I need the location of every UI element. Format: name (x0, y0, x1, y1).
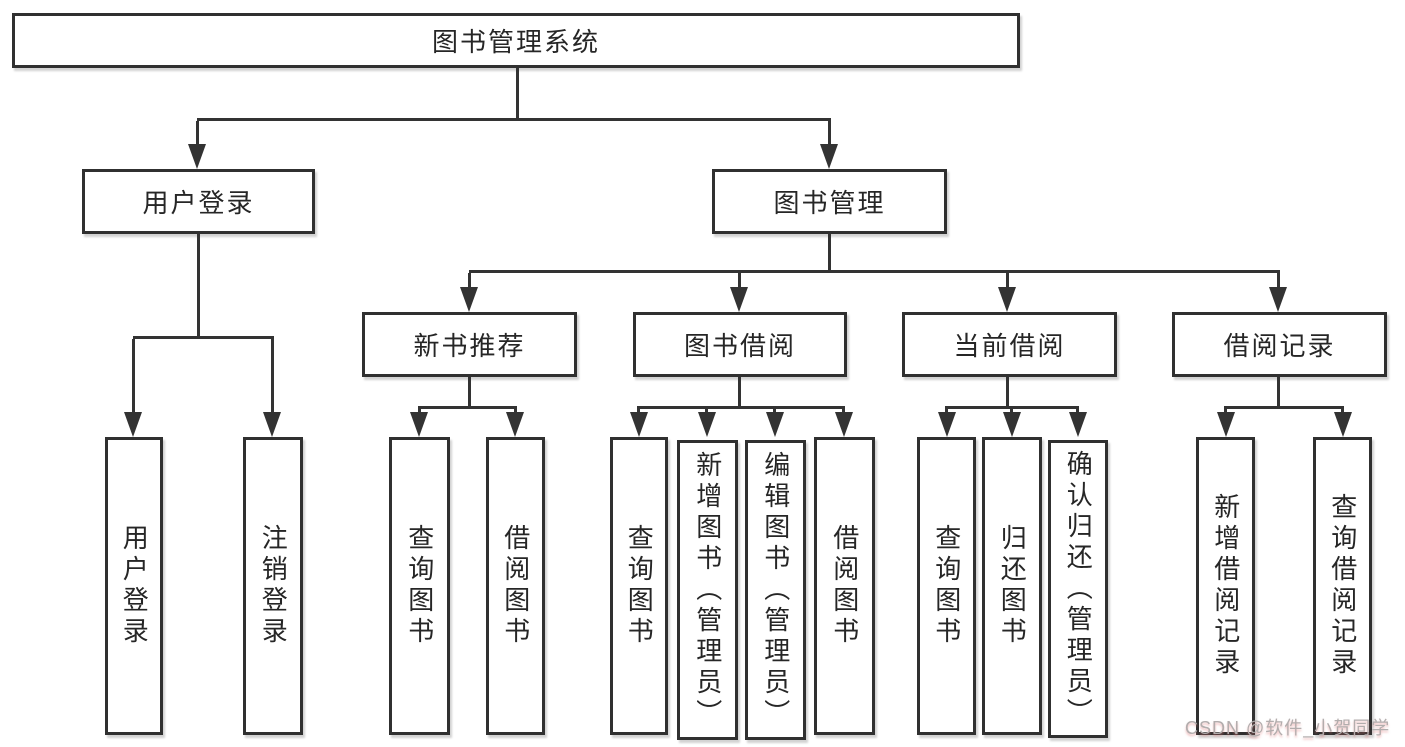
leaf-borrow-books-recommend: 借阅图书 (486, 437, 545, 735)
node-current-borrowing: 当前借阅 (902, 312, 1117, 377)
connector-line (132, 339, 135, 414)
connector-line (468, 273, 471, 287)
node-label: 图书借阅 (683, 331, 796, 361)
node-label: 新书推荐 (413, 331, 526, 361)
connector-line (773, 406, 776, 416)
connector-line (1225, 406, 1344, 409)
connector-line (1010, 406, 1013, 416)
leaf-borrow-books-borrow: 借阅图书 (814, 437, 875, 735)
node-label: 借阅记录 (1223, 331, 1336, 361)
connector-arrowhead (835, 412, 853, 437)
leaf-query-books-borrow: 查询图书 (610, 437, 668, 735)
leaf-label: 查询图书 (931, 524, 962, 648)
connector-arrowhead (630, 412, 648, 437)
connector-line (945, 406, 948, 416)
node-book-borrowing: 图书借阅 (633, 312, 847, 377)
connector-arrowhead (938, 412, 956, 437)
connector-arrowhead (460, 287, 478, 312)
connector-arrowhead (263, 412, 281, 437)
connector-arrowhead (1269, 287, 1287, 312)
watermark: CSDN @软件_小贺同学 (1185, 718, 1391, 738)
node-user-login: 用户登录 (82, 169, 315, 234)
leaf-add-book-admin: 新增图书（管理员） (677, 440, 738, 740)
connector-arrowhead (998, 287, 1016, 312)
leaf-label: 新增借阅记录 (1210, 493, 1241, 679)
connector-arrowhead (506, 412, 524, 437)
leaf-label: 借阅图书 (500, 524, 531, 648)
connector-arrowhead (188, 144, 206, 169)
leaf-query-borrow-record: 查询借阅记录 (1313, 437, 1372, 735)
connector-line (1006, 273, 1009, 287)
leaf-label: 查询图书 (624, 524, 655, 648)
leaf-label: 用户登录 (119, 524, 150, 648)
connector-line (1277, 377, 1280, 409)
leaf-label: 查询图书 (404, 524, 435, 648)
connector-line (1224, 406, 1227, 416)
connector-arrowhead (1217, 412, 1235, 437)
connector-line (1076, 406, 1079, 416)
connector-arrowhead (698, 412, 716, 437)
leaf-label: 确认归还（管理员） (1063, 449, 1094, 729)
node-label: 用户登录 (142, 188, 255, 218)
connector-line (196, 121, 199, 147)
connector-arrowhead (730, 287, 748, 312)
leaf-label: 编辑图书（管理员） (760, 450, 791, 730)
connector-arrowhead (124, 412, 142, 437)
connector-line (637, 406, 640, 416)
connector-line (1341, 406, 1344, 416)
leaf-label: 注销登录 (258, 524, 289, 648)
connector-line (133, 336, 274, 339)
node-book-management: 图书管理 (712, 169, 947, 234)
connector-line (1277, 273, 1280, 287)
connector-line (469, 270, 1280, 273)
connector-arrowhead (1069, 412, 1087, 437)
connector-arrowhead (410, 412, 428, 437)
node-label: 当前借阅 (953, 331, 1066, 361)
leaf-add-borrow-record: 新增借阅记录 (1196, 437, 1255, 735)
connector-line (638, 406, 845, 409)
connector-arrowhead (766, 412, 784, 437)
connector-line (197, 234, 200, 338)
connector-line (516, 68, 519, 121)
leaf-label: 归还图书 (997, 524, 1028, 648)
connector-line (738, 377, 741, 409)
connector-line (197, 118, 831, 121)
leaf-return-books: 归还图书 (982, 437, 1042, 735)
connector-line (828, 234, 831, 272)
connector-line (468, 377, 471, 409)
connector-line (828, 121, 831, 147)
leaf-query-books-current: 查询图书 (917, 437, 976, 735)
leaf-logout-login: 注销登录 (243, 437, 303, 735)
leaf-user-login: 用户登录 (105, 437, 163, 735)
node-library-system: 图书管理系统 (12, 13, 1020, 68)
leaf-label: 查询借阅记录 (1327, 493, 1358, 679)
leaf-edit-book-admin: 编辑图书（管理员） (745, 440, 806, 740)
node-new-book-recommend: 新书推荐 (362, 312, 577, 377)
node-label: 图书管理 (773, 188, 886, 218)
node-label: 图书管理系统 (431, 27, 600, 57)
connector-line (1006, 377, 1009, 409)
connector-line (705, 406, 708, 416)
connector-line (418, 406, 517, 409)
node-borrowing-records: 借阅记录 (1172, 312, 1387, 377)
connector-arrowhead (820, 144, 838, 169)
leaf-label: 借阅图书 (829, 524, 860, 648)
connector-line (514, 406, 517, 416)
connector-line (842, 406, 845, 416)
connector-line (271, 339, 274, 414)
connector-arrowhead (1334, 412, 1352, 437)
connector-line (738, 273, 741, 287)
leaf-query-books-recommend: 查询图书 (389, 437, 450, 735)
leaf-label: 新增图书（管理员） (692, 450, 723, 730)
connector-line (418, 406, 421, 416)
leaf-confirm-return-admin: 确认归还（管理员） (1048, 440, 1108, 738)
connector-arrowhead (1003, 412, 1021, 437)
